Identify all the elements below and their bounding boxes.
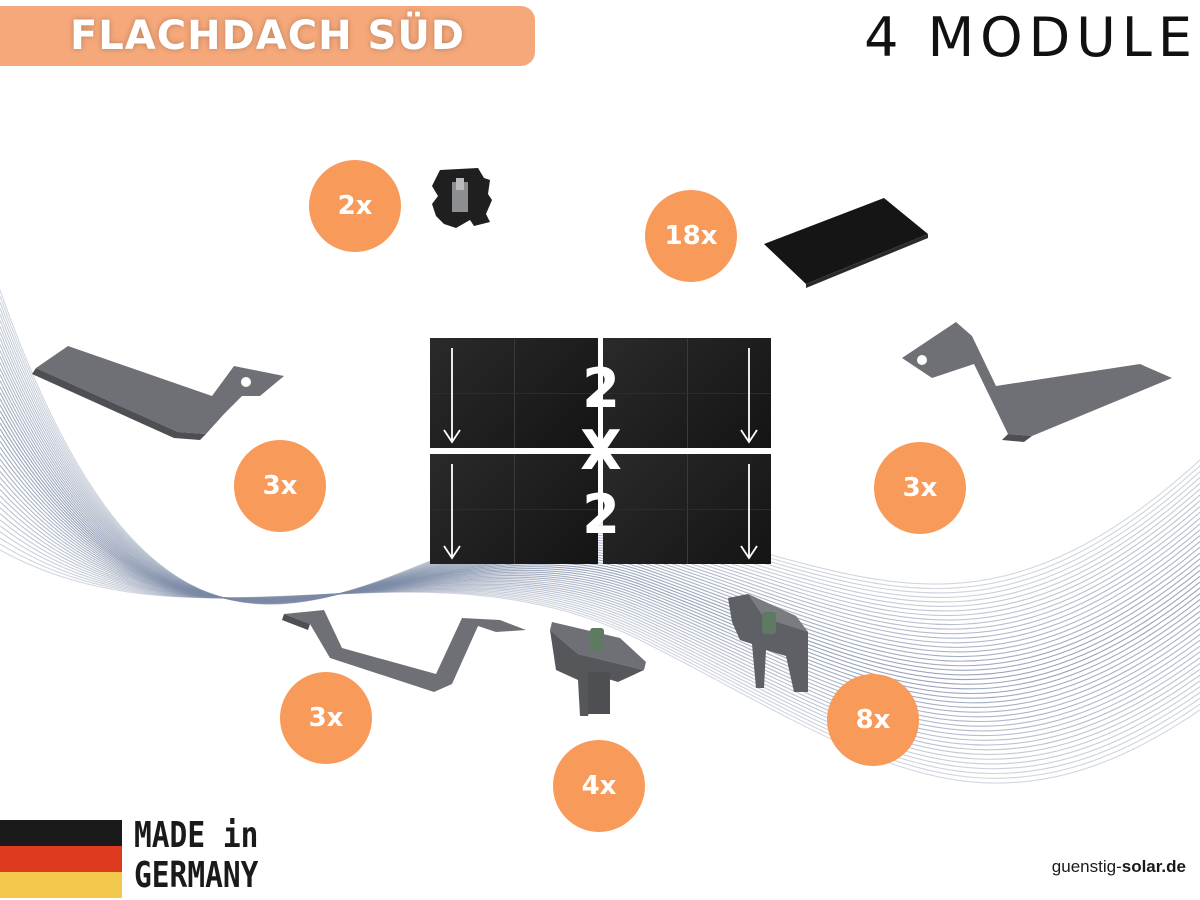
brand-prefix: guenstig- [1051,857,1122,876]
wave-line [0,519,1200,760]
flag-stripe-gold [0,872,122,898]
wave-line [0,410,1200,676]
solar-panel-array: 2 X 2 [430,338,772,564]
wave-line [0,531,1200,770]
roof-hook-bottom-quantity: 3x [280,672,372,764]
end-clamp-quantity: 8x [827,674,919,766]
rubber-pad-icon [764,198,928,288]
wave-line [0,543,1200,779]
end-cap-quantity: 2x [309,160,401,252]
roof-hook-icon [902,322,1172,442]
flag-stripe-black [0,820,122,846]
arrow-down-icon [443,348,461,444]
wave-line [0,525,1200,765]
roof-hook-left-quantity: 3x [234,440,326,532]
brand-logo: guenstig-solar.de [1052,857,1186,877]
panel-rows-count: 2 [582,357,620,420]
middle-clamp-quantity: 4x [553,740,645,832]
arrow-down-icon [740,464,758,560]
flag-stripe-red [0,846,122,872]
arrow-down-icon [443,464,461,560]
made-line-1: MADE in [134,815,259,856]
wave-line [0,422,1200,685]
wave-line [0,416,1200,681]
solar-panel [430,454,598,564]
made-line-2: GERMANY [134,855,259,896]
panel-cols-count: 2 [582,483,620,546]
solar-panel [603,338,771,448]
made-in-germany: MADE in GERMANY [134,816,258,896]
wave-line [0,513,1200,755]
solar-panel [430,338,598,448]
brand-suffix: solar.de [1121,857,1186,876]
end-cap-icon [432,168,492,228]
solar-panel [603,454,771,564]
roof-hook-icon [32,346,284,440]
wave-line [0,549,1200,784]
module-count-title: 4 MODULE [864,6,1198,69]
panel-separator: X [580,419,622,482]
roof-hook-icon [282,610,526,692]
germany-flag-icon [0,820,122,898]
middle-clamp-icon [550,622,646,716]
page-title: FLACHDACH SÜD [69,13,465,59]
title-badge: FLACHDACH SÜD [0,6,535,66]
roof-hook-right-quantity: 3x [874,442,966,534]
wave-line [0,398,1200,667]
wave-line [0,507,1200,751]
end-clamp-icon [728,594,808,692]
wave-line [0,537,1200,775]
arrow-down-icon [740,348,758,444]
rubber-pad-quantity: 18x [645,190,737,282]
wave-line [0,404,1200,671]
